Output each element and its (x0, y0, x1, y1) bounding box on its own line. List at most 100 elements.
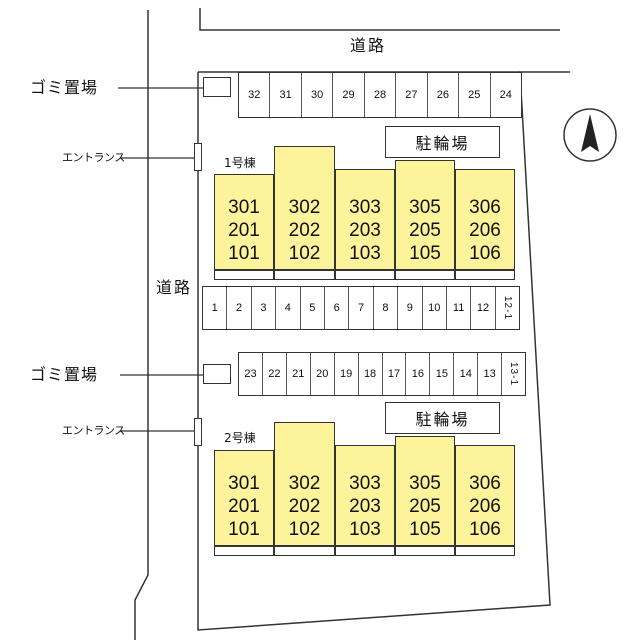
parking-space: 28 (365, 73, 397, 117)
unit-number: 203 (349, 220, 381, 241)
unit-number: 201 (228, 220, 260, 241)
unit-number: 106 (469, 519, 501, 540)
entrance-marker-2 (194, 418, 202, 446)
unit-number: 306 (469, 197, 501, 218)
parking-space: 13 (478, 353, 503, 395)
unit-number: 301 (228, 197, 260, 218)
unit-number: 305 (409, 197, 441, 218)
unit-number: 302 (288, 197, 321, 218)
parking-space: 25 (459, 73, 491, 117)
parking-space: 12 (471, 287, 496, 329)
parking-space: 30 (302, 73, 334, 117)
building-base (274, 270, 335, 280)
parking-space: 11 (447, 287, 472, 329)
parking-space: 5 (301, 287, 325, 329)
parking-space: 24 (499, 89, 512, 101)
bike-parking-1: 駐輪場 (385, 126, 500, 158)
building-2-label: 2号棟 (224, 431, 256, 445)
road-label-top: 道路 (350, 36, 387, 55)
building-base (395, 546, 455, 556)
building-base (214, 270, 274, 280)
gomi-box-2 (203, 364, 231, 384)
parking-space: 6 (325, 287, 350, 329)
unit-number: 101 (228, 243, 260, 264)
parking-space: 23 (239, 353, 263, 395)
parking-space: 7 (349, 287, 374, 329)
parking-space: 32 (239, 73, 271, 117)
parking-space: 18 (359, 353, 383, 395)
parking-space: 4 (276, 287, 301, 329)
building-base (395, 270, 455, 280)
unit-number: 306 (469, 473, 501, 494)
gomi-label-2: ゴミ置場 (30, 365, 99, 384)
unit-number: 206 (469, 496, 501, 517)
building-base (455, 270, 515, 280)
parking-space: 16 (406, 353, 431, 395)
unit-number: 303 (349, 473, 381, 494)
parking-space: 1 (203, 287, 228, 329)
entrance-label-2: エントランス (62, 424, 125, 437)
unit-number: 205 (409, 220, 441, 241)
unit-number: 206 (469, 220, 501, 241)
north-arrow-icon (563, 108, 617, 162)
parking-space: 3 (252, 287, 277, 329)
road-label-left: 道路 (156, 278, 193, 297)
parking-space: 26 (428, 73, 460, 117)
parking-space: 31 (270, 73, 302, 117)
unit-number: 205 (409, 496, 441, 517)
parking-space: 19 (335, 353, 359, 395)
unit-number: 103 (349, 243, 381, 264)
unit-number: 202 (288, 220, 321, 241)
building-1-label: 1号棟 (224, 156, 256, 170)
entrance-marker-1 (194, 143, 202, 171)
parking-space: 27 (396, 73, 428, 117)
parking-space: 8 (374, 287, 399, 329)
unit-number: 301 (228, 473, 260, 494)
parking-space: 10 (423, 287, 447, 329)
road-edge-top (199, 8, 560, 31)
unit-number: 102 (288, 519, 321, 540)
parking-space: 22 (263, 353, 287, 395)
unit-number: 105 (409, 519, 441, 540)
parking-space: 2 (227, 287, 252, 329)
unit-number: 101 (228, 519, 260, 540)
parking-space: 21 (287, 353, 311, 395)
gomi-label-1: ゴミ置場 (30, 78, 99, 97)
unit-number: 202 (288, 496, 321, 517)
parking-space: 20 (311, 353, 335, 395)
building-base (455, 546, 515, 556)
unit-number: 302 (288, 473, 321, 494)
unit-number: 305 (409, 473, 441, 494)
building-base (274, 546, 335, 556)
parking-space: 13-1 (508, 361, 520, 386)
unit-number: 106 (469, 243, 501, 264)
unit-number: 201 (228, 496, 260, 517)
parking-space: 29 (333, 73, 365, 117)
parking-space: 9 (398, 287, 423, 329)
road-edge-left (134, 10, 149, 640)
gomi-box-1 (203, 77, 231, 97)
building-base (335, 270, 395, 280)
building-base (335, 546, 395, 556)
entrance-label-1: エントランス (62, 151, 125, 164)
bike-parking-2: 駐輪場 (385, 402, 500, 434)
unit-number: 103 (349, 519, 381, 540)
unit-number: 105 (409, 243, 441, 264)
parking-space: 14 (454, 353, 479, 395)
building-base (214, 546, 274, 556)
unit-number: 303 (349, 197, 381, 218)
unit-number: 102 (288, 243, 321, 264)
